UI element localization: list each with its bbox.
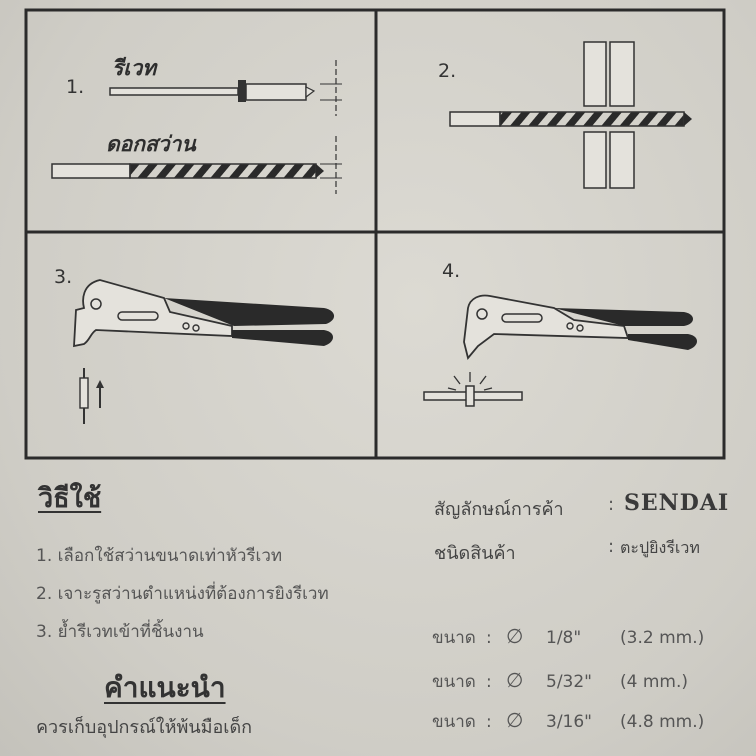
- size-label: ขนาด: [432, 712, 476, 732]
- size-metric: (4.8 mm.): [620, 712, 705, 732]
- brand-value: SENDAI: [624, 490, 730, 516]
- riveting-drawing: [423, 294, 697, 407]
- panel-1-number: 1.: [66, 76, 85, 98]
- drill-bit-label: ดอกสว่าน: [106, 132, 196, 156]
- brand-colon: :: [608, 494, 615, 515]
- panel-2-number: 2.: [438, 60, 457, 82]
- rivet-label: รีเวท: [112, 56, 157, 80]
- panel-4-number: 4.: [442, 260, 461, 282]
- size-fraction: 3/16": [546, 712, 592, 732]
- drilling-drawing: [449, 41, 692, 189]
- drill-bit-drawing: [51, 136, 342, 194]
- size-colon: :: [486, 672, 492, 692]
- size-row: ขนาด: ∅ 1/8" (3.2 mm.): [432, 624, 704, 651]
- usage-step-1: 1. เลือกใช้สว่านขนาดเท่าหัวรีเวท: [36, 546, 283, 566]
- product-type-colon: :: [608, 536, 615, 557]
- diameter-icon: ∅: [506, 624, 524, 648]
- size-label: ขนาด: [432, 672, 476, 692]
- panel-3-number: 3.: [54, 266, 73, 288]
- product-type-value: ตะปูยิงรีเวท: [620, 538, 700, 557]
- brand-label: สัญลักษณ์การค้า: [434, 499, 564, 520]
- illustration-grid: 1. รีเวท ดอกสว่าน 2. 3. 4.: [24, 8, 726, 460]
- size-colon: :: [486, 712, 492, 732]
- rivet-drawing: [109, 60, 342, 116]
- advice-title: คำแนะนำ: [104, 671, 226, 704]
- size-row: ขนาด: ∅ 5/32" (4 mm.): [432, 668, 688, 695]
- size-fraction: 5/32": [546, 672, 592, 692]
- size-fraction: 1/8": [546, 628, 582, 648]
- riveter-tool-drawing: [73, 279, 335, 424]
- size-metric: (4 mm.): [620, 672, 689, 692]
- size-metric: (3.2 mm.): [620, 628, 705, 648]
- advice-text: ควรเก็บอุปกรณ์ให้พ้นมือเด็ก: [36, 717, 253, 738]
- usage-title: วิธีใช้: [38, 483, 102, 514]
- size-colon: :: [486, 628, 492, 648]
- usage-step-2: 2. เจาะรูสว่านตำแหน่งที่ต้องการยิงรีเวท: [36, 584, 329, 604]
- diameter-icon: ∅: [506, 668, 524, 692]
- product-type-label: ชนิดสินค้า: [434, 543, 516, 564]
- size-label: ขนาด: [432, 628, 476, 648]
- grid-frame: [24, 8, 726, 460]
- size-row: ขนาด: ∅ 3/16" (4.8 mm.): [432, 708, 704, 735]
- usage-step-3: 3. ย้ำรีเวทเข้าที่ชิ้นงาน: [36, 622, 204, 642]
- diameter-icon: ∅: [506, 708, 524, 732]
